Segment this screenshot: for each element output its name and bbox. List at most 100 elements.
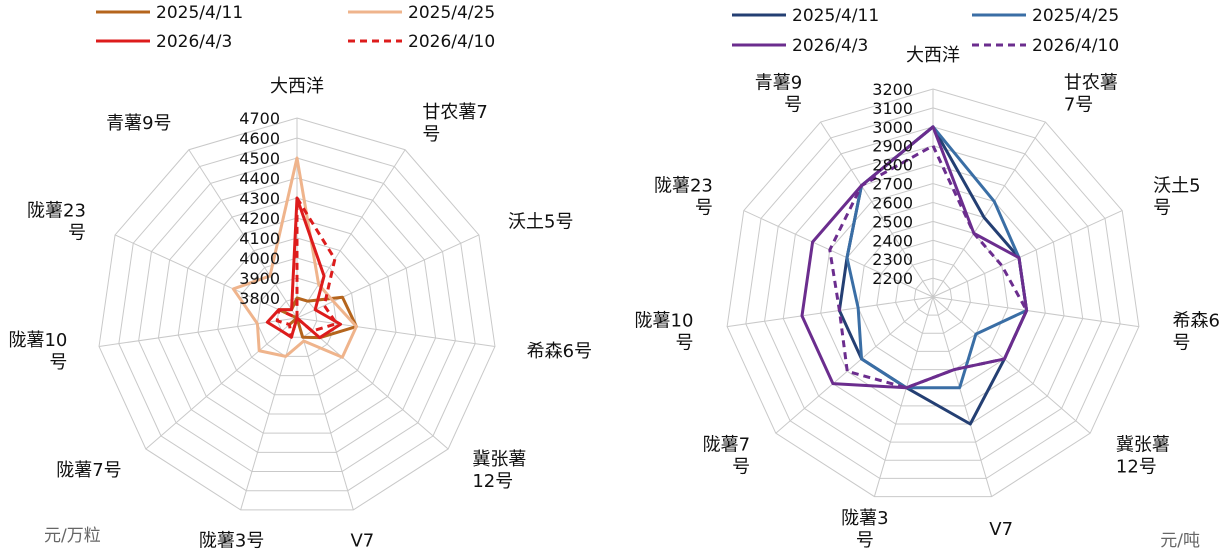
unit-label: 元/吨 xyxy=(1160,531,1200,551)
axis-label-V7: V7 xyxy=(989,519,1013,540)
tick-label: 4600 xyxy=(239,129,280,148)
grid-spoke xyxy=(296,317,354,511)
legend-label: 2026/4/10 xyxy=(1032,36,1119,56)
legend-label: 2025/4/25 xyxy=(1032,6,1119,26)
legend-label: 2025/4/11 xyxy=(156,3,243,23)
axis-label-陇薯7号: 陇薯7号 xyxy=(56,460,121,481)
axis-label-大西洋: 大西洋 xyxy=(270,76,324,97)
tick-label: 3100 xyxy=(872,99,913,118)
axis-label-陇薯3号: 陇薯3号 xyxy=(199,531,264,552)
grid-ring xyxy=(217,237,377,396)
grid-spoke xyxy=(932,210,1123,298)
legend: 2025/4/11 2025/4/25 2026/4/3 2026/4/10 xyxy=(732,6,1119,56)
price-per-10k-seeds-radar: 3800390040004100420043004400450046004700… xyxy=(8,3,592,552)
series-line-2025/4/25 xyxy=(231,156,358,359)
grid-ring xyxy=(895,258,971,334)
grid-spoke xyxy=(296,317,496,347)
tick-label: 3200 xyxy=(872,80,913,99)
series-line-2026/4/10 xyxy=(275,196,339,339)
tick-label: 2500 xyxy=(872,212,913,231)
tick-label: 2800 xyxy=(872,156,913,175)
tick-label: 2400 xyxy=(872,231,913,250)
grid-spoke xyxy=(296,317,449,450)
grid-spoke xyxy=(932,121,1046,298)
axis-label-青薯9号: 青薯9号 xyxy=(106,113,171,134)
series-line-2026/4/10 xyxy=(828,144,1029,390)
grid-spoke xyxy=(296,149,406,319)
tick-label: 4500 xyxy=(239,149,280,168)
grid-ring xyxy=(237,257,357,377)
unit-label: 元/万粒 xyxy=(44,526,101,546)
tick-label: 3800 xyxy=(239,289,280,308)
tick-label: 4300 xyxy=(239,189,280,208)
grid-spoke xyxy=(114,234,298,319)
legend-label: 2026/4/10 xyxy=(408,32,495,52)
grid-ring xyxy=(764,126,1102,461)
grid-ring xyxy=(782,145,1084,443)
grid-spoke xyxy=(932,296,1139,328)
legend-label: 2026/4/3 xyxy=(156,32,232,52)
grid-spoke xyxy=(743,210,934,298)
tick-labels: 2200230024002500260027002800290030003100… xyxy=(872,80,913,288)
grid-ring xyxy=(157,177,437,453)
legend-label: 2026/4/3 xyxy=(792,36,868,56)
grid-spoke xyxy=(873,296,934,497)
tick-label: 4700 xyxy=(239,109,280,128)
axis-label-希森6号: 希森6号 xyxy=(527,341,592,362)
tick-label: 3000 xyxy=(872,118,913,137)
grid-ring xyxy=(726,88,1140,498)
grid-ring xyxy=(913,277,953,316)
legend-label: 2025/4/25 xyxy=(408,3,495,23)
tick-label: 2600 xyxy=(872,193,913,212)
grid-spoke xyxy=(932,296,993,497)
grid-spoke xyxy=(820,121,934,298)
grid-spoke xyxy=(188,149,298,319)
grid-spoke xyxy=(145,317,298,450)
grid-spoke xyxy=(775,296,934,434)
tick-label: 4400 xyxy=(239,169,280,188)
tick-label: 2300 xyxy=(872,250,913,269)
tick-label: 3900 xyxy=(239,269,280,288)
tick-label: 2700 xyxy=(872,175,913,194)
axis-label-大西洋: 大西洋 xyxy=(906,45,960,66)
grid-ring xyxy=(876,239,990,352)
grid-spoke xyxy=(727,296,934,328)
grid-ring xyxy=(118,137,476,492)
tick-label: 4200 xyxy=(239,209,280,228)
grid-spoke xyxy=(296,234,480,319)
radar-grid xyxy=(726,88,1140,498)
legend: 2025/4/11 2025/4/25 2026/4/3 2026/4/10 xyxy=(96,3,495,52)
grid-ring xyxy=(197,217,397,415)
grid-ring xyxy=(177,197,417,434)
radar-grid xyxy=(98,117,496,511)
grid-spoke xyxy=(240,317,298,511)
tick-label: 2200 xyxy=(872,269,913,288)
grid-ring xyxy=(745,107,1121,479)
tick-label: 4000 xyxy=(239,249,280,268)
legend-label: 2025/4/11 xyxy=(792,6,879,26)
axis-label-V7: V7 xyxy=(350,531,374,552)
grid-spoke xyxy=(98,317,298,347)
grid-ring xyxy=(138,157,456,473)
grid-ring xyxy=(98,117,496,511)
grid-ring xyxy=(820,183,1046,407)
grid-spoke xyxy=(932,296,1091,434)
tick-label: 4100 xyxy=(239,229,280,248)
series-line-2025/4/25 xyxy=(845,125,1029,390)
price-per-ton-radar: 2200230024002500260027002800290030003100… xyxy=(635,6,1220,551)
